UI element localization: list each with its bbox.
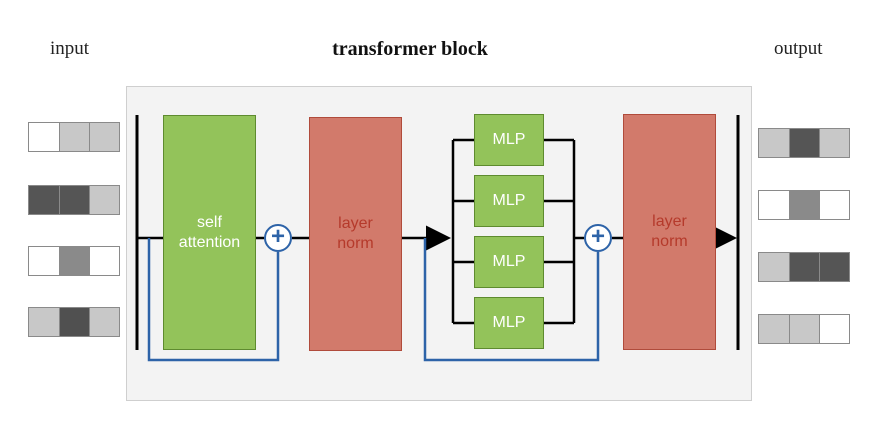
output-vector-cell [759, 129, 789, 157]
input-vector-cell [29, 308, 59, 336]
layer-norm-1-label-line2: norm [337, 235, 374, 252]
output-vector-cell [789, 191, 819, 219]
mlp-block-2: MLP [474, 175, 544, 227]
input-vector-cell [89, 247, 119, 275]
output-vector-cell [819, 191, 849, 219]
diagram-title: transformer block [332, 38, 488, 60]
output-vector-cell [789, 253, 819, 281]
input-vector-cell [89, 186, 119, 214]
output-vector-cell [819, 129, 849, 157]
input-vector-cell [59, 247, 89, 275]
output-vector-cell [759, 191, 789, 219]
layer-norm-2-block: layer norm [623, 114, 716, 350]
layer-norm-1-block: layer norm [309, 117, 402, 351]
residual-connection-2 [423, 238, 600, 362]
input-vector-4 [28, 307, 120, 337]
input-vector-cell [29, 247, 59, 275]
input-vector-cell [59, 123, 89, 151]
input-vector-cell [89, 123, 119, 151]
input-label: input [50, 38, 90, 59]
self-attention-label-line1: self [197, 213, 222, 231]
self-attention-block: self attention [163, 115, 256, 350]
mlp-block-4: MLP [474, 297, 544, 349]
self-attention-label-line2: attention [178, 233, 241, 251]
output-vector-cell [819, 315, 849, 343]
output-vector-4 [758, 314, 850, 344]
input-vector-cell [29, 186, 59, 214]
output-label: output [774, 38, 823, 59]
layer-norm-2-label-line2: norm [651, 233, 688, 250]
input-vector-cell [29, 123, 59, 151]
input-vector-cell [59, 186, 89, 214]
input-vector-cell [89, 308, 119, 336]
output-vector-3 [758, 252, 850, 282]
residual-connection-1 [147, 238, 280, 362]
output-vector-cell [759, 253, 789, 281]
input-vector-cell [59, 308, 89, 336]
output-vector-cell [789, 315, 819, 343]
input-vector-1 [28, 122, 120, 152]
output-vector-cell [759, 315, 789, 343]
output-vector-cell [819, 253, 849, 281]
mlp-block-1: MLP [474, 114, 544, 166]
output-vector-2 [758, 190, 850, 220]
residual-add-2-icon: + [584, 224, 612, 252]
input-vector-2 [28, 185, 120, 215]
layer-norm-1-label-line1: layer [338, 215, 373, 232]
mlp-block-3: MLP [474, 236, 544, 288]
layer-norm-2-label-line1: layer [652, 213, 687, 230]
output-vector-cell [789, 129, 819, 157]
input-vector-3 [28, 246, 120, 276]
residual-add-1-icon: + [264, 224, 292, 252]
output-vector-1 [758, 128, 850, 158]
